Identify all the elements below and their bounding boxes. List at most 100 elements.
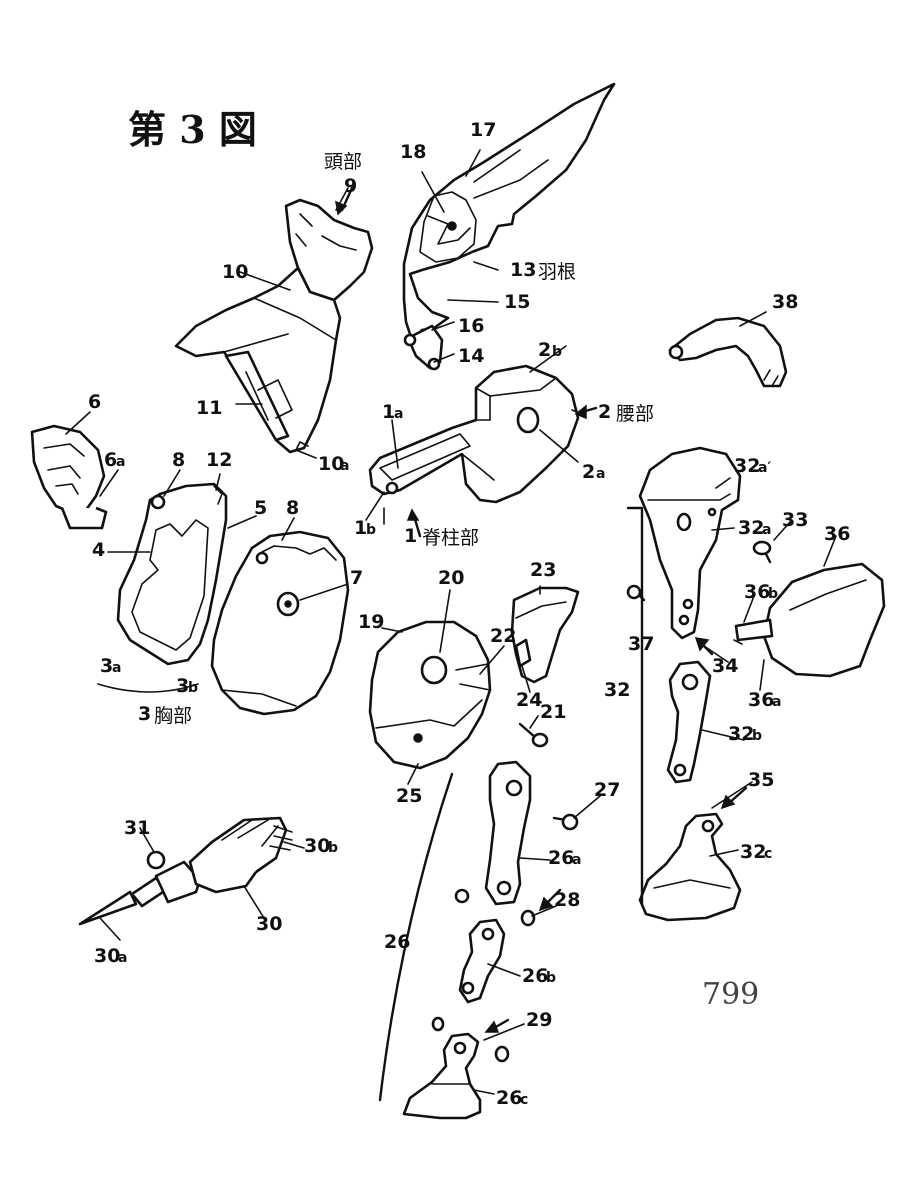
label-36b-sub: b	[768, 586, 778, 602]
leader-lines	[65, 149, 837, 1095]
part-6-mask	[30, 424, 108, 530]
label-2a: 2	[582, 461, 595, 483]
label-18: 18	[400, 141, 426, 163]
label-33: 33	[782, 509, 808, 531]
label-36a-sub: a	[772, 694, 781, 710]
label-30a-sub: a	[118, 950, 127, 966]
label-2b-sub: b	[552, 344, 562, 360]
leg-26-assembly	[378, 760, 579, 1120]
label-1b: 1	[354, 517, 367, 539]
label-8b: 8	[286, 497, 299, 519]
label-26a-sub: a	[572, 852, 581, 868]
label-2a-sub: a	[596, 466, 605, 482]
label-30b-sub: b	[328, 840, 338, 856]
head-part	[174, 198, 374, 454]
chest-right-half	[210, 530, 350, 716]
label-26a: 26	[548, 847, 574, 869]
label-3a: 3	[100, 655, 113, 677]
label-27: 27	[594, 779, 620, 801]
label-36a: 36	[748, 689, 774, 711]
spine-waist-part	[368, 364, 580, 504]
label-12: 12	[206, 449, 232, 471]
label-head-caption: 頭部	[324, 151, 362, 173]
label-32b: 32	[728, 723, 754, 745]
label-24: 24	[516, 689, 542, 711]
label-1: 1	[404, 525, 417, 547]
label-3: 3	[138, 703, 151, 725]
label-10a: 10	[318, 453, 344, 475]
label-13: 13	[510, 259, 536, 281]
disc-part	[368, 620, 492, 770]
label-36: 36	[824, 523, 850, 545]
wing-part	[402, 82, 616, 371]
label-26b-sub: b	[546, 970, 556, 986]
label-20: 20	[438, 567, 464, 589]
label-23: 23	[530, 559, 556, 581]
label-26c: 26	[496, 1087, 522, 1109]
label-3b-sub: b	[188, 680, 198, 696]
chest-left-half	[116, 482, 228, 666]
label-25: 25	[396, 785, 422, 807]
label-10a-sub: a	[340, 458, 349, 474]
label-6a-sub: a	[116, 454, 125, 470]
label-6a: 6	[104, 449, 117, 471]
label-26: 26	[384, 931, 410, 953]
label-3a-sub: a	[112, 660, 121, 676]
figure-title: 第 3 図	[128, 107, 257, 152]
part-23	[510, 586, 580, 684]
label-11: 11	[196, 397, 222, 419]
label-16: 16	[458, 315, 484, 337]
label-5: 5	[254, 497, 267, 519]
label-32c: 32	[740, 841, 766, 863]
motor-30	[78, 816, 293, 926]
label-35: 35	[748, 769, 774, 791]
label-10: 10	[222, 261, 248, 283]
label-15: 15	[504, 291, 530, 313]
label-32a-prime-sub: a′	[758, 460, 771, 476]
label-32b-sub: b	[752, 728, 762, 744]
label-chest-caption: 胸部	[154, 705, 192, 727]
label-37: 37	[628, 633, 654, 655]
label-32c-sub: c	[764, 846, 772, 862]
label-32a-sub: a	[762, 522, 771, 538]
label-30a: 30	[94, 945, 120, 967]
label-22: 22	[490, 625, 516, 647]
label-1a-sub: a	[394, 406, 403, 422]
label-wing-caption: 羽根	[538, 261, 576, 283]
label-38: 38	[772, 291, 798, 313]
label-32a-prime: 32	[734, 455, 760, 477]
label-9: 9	[344, 175, 357, 197]
label-spine-caption: 脊柱部	[422, 527, 479, 549]
label-30: 30	[256, 913, 282, 935]
label-6: 6	[88, 391, 101, 413]
label-36b: 36	[744, 581, 770, 603]
label-19: 19	[358, 611, 384, 633]
label-3b: 3	[176, 675, 189, 697]
leg-32-assembly	[626, 446, 886, 922]
label-29: 29	[526, 1009, 552, 1031]
label-1b-sub: b	[366, 522, 376, 538]
label-8a: 8	[172, 449, 185, 471]
label-4: 4	[92, 539, 105, 561]
arrows	[335, 186, 748, 1033]
label-32: 32	[604, 679, 630, 701]
label-7: 7	[350, 567, 363, 589]
label-26b: 26	[522, 965, 548, 987]
part-labels: 頭部 9 17 18 13 羽根 15 16 14 10 11 10 a 2 b…	[88, 119, 850, 1109]
label-1a: 1	[382, 401, 395, 423]
label-21: 21	[540, 701, 566, 723]
label-30b: 30	[304, 835, 330, 857]
label-2b: 2	[538, 339, 551, 361]
label-2: 2	[598, 401, 611, 423]
part-38	[668, 316, 788, 388]
label-17: 17	[470, 119, 496, 141]
page-number: 799	[702, 977, 759, 1012]
label-32a: 32	[738, 517, 764, 539]
screw-21	[518, 722, 549, 748]
label-31: 31	[124, 817, 150, 839]
label-14: 14	[458, 345, 484, 367]
label-34: 34	[712, 655, 738, 677]
label-26c-sub: c	[520, 1092, 528, 1108]
label-28: 28	[554, 889, 580, 911]
